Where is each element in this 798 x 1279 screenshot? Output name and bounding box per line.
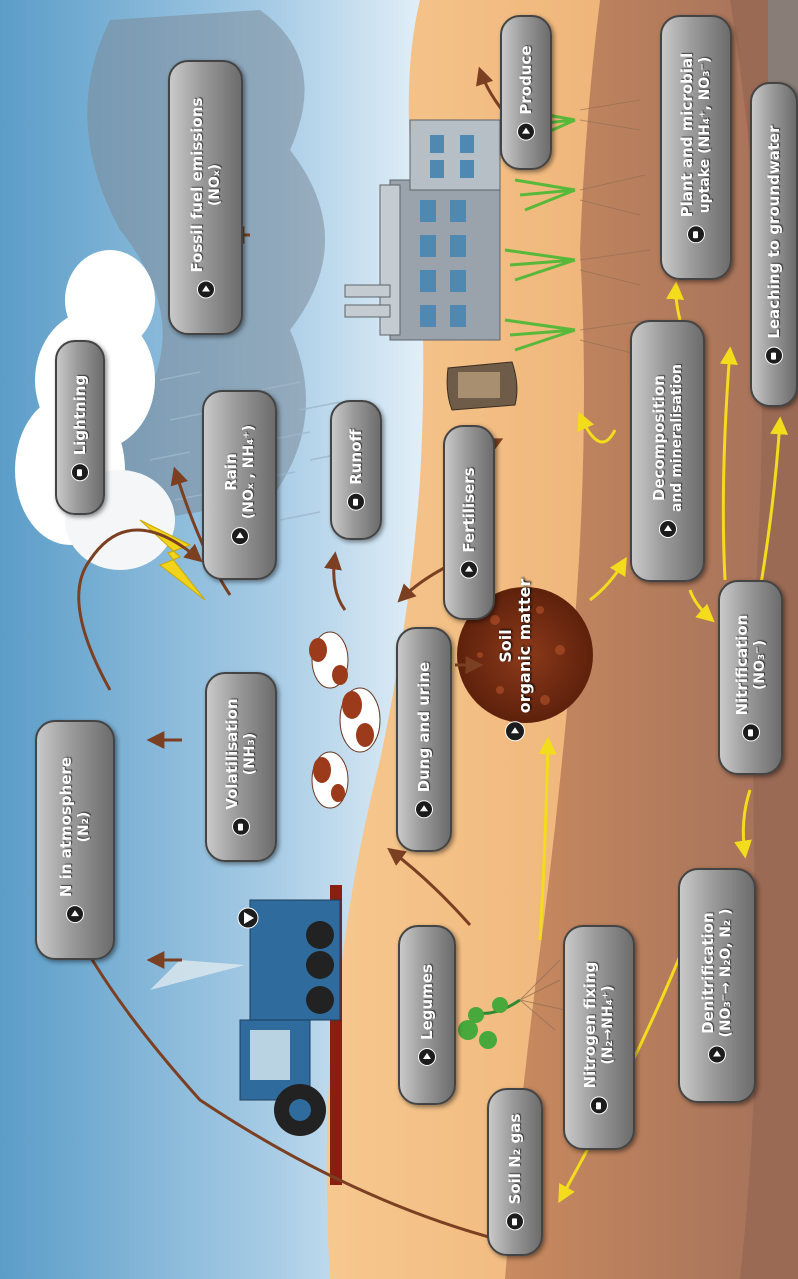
play-icon[interactable]	[517, 122, 535, 140]
play-icon[interactable]	[659, 520, 677, 538]
camera-icon[interactable]	[232, 818, 250, 836]
node-label: Plant and microbial	[678, 52, 696, 217]
node-label: Soil N₂ gas	[506, 1114, 524, 1205]
node-label: Fossil fuel emissions	[188, 97, 206, 272]
play-icon[interactable]	[505, 721, 525, 741]
play-icon[interactable]	[708, 1045, 726, 1063]
node-runoff[interactable]: Runoff	[330, 400, 382, 540]
play-icon[interactable]	[231, 527, 249, 545]
fertiliser-bag-icon	[447, 362, 517, 410]
node-sublabel: (N₂)	[75, 812, 93, 843]
node-sublabel: uptake (NH₄⁺, NO₃⁻)	[696, 56, 714, 213]
node-label: Produce	[517, 45, 535, 114]
node-sublabel: and mineralisation	[668, 364, 686, 512]
node-rain[interactable]: Rain(NOₓ , NH₄⁺)	[202, 390, 277, 580]
play-icon[interactable]	[415, 800, 433, 818]
node-label: Fertilisers	[460, 467, 478, 552]
node-label: Rain	[222, 453, 240, 491]
camera-icon[interactable]	[71, 463, 89, 481]
node-label: Volatilisation	[223, 698, 241, 809]
camera-icon[interactable]	[687, 225, 705, 243]
node-sublabel: organic matter	[515, 579, 534, 714]
node-label: Nitrogen fixing	[581, 961, 599, 1088]
play-icon[interactable]	[460, 560, 478, 578]
play-icon[interactable]	[197, 280, 215, 298]
node-produce[interactable]: Produce	[500, 15, 552, 170]
node-volatilisation[interactable]: Volatilisation(NH₃)	[205, 672, 277, 862]
node-label: Nitrification	[733, 614, 751, 715]
node-soil-n2-gas[interactable]: Soil N₂ gas	[487, 1088, 543, 1256]
node-label: Lightning	[71, 374, 89, 455]
node-label: Dung and urine	[415, 661, 433, 792]
camera-icon[interactable]	[742, 723, 760, 741]
play-icon[interactable]	[418, 1048, 436, 1066]
node-sublabel: (NOₓ)	[206, 163, 224, 205]
camera-icon[interactable]	[590, 1096, 608, 1114]
tractor-play-icon[interactable]	[238, 908, 258, 928]
node-fossil-fuel[interactable]: Fossil fuel emissions(NOₓ)	[168, 60, 243, 335]
camera-icon[interactable]	[765, 346, 783, 364]
node-lightning[interactable]: Lightning	[55, 340, 105, 515]
node-denitrification[interactable]: Denitrification(NO₃⁻→ N₂O, N₂ )	[678, 868, 756, 1103]
node-sublabel: (NH₃)	[241, 733, 259, 775]
node-nitrification[interactable]: Nitrification(NO₃⁻)	[718, 580, 783, 775]
node-sublabel: (NOₓ , NH₄⁺)	[240, 425, 258, 519]
node-leaching[interactable]: Leaching to groundwater	[750, 82, 798, 407]
node-fertilisers[interactable]: Fertilisers	[443, 425, 495, 620]
node-sublabel: (NO₃⁻)	[751, 640, 769, 690]
node-sublabel: (NO₃⁻→ N₂O, N₂ )	[717, 908, 735, 1037]
camera-icon[interactable]	[506, 1212, 524, 1230]
camera-icon[interactable]	[347, 493, 365, 511]
node-dung-urine[interactable]: Dung and urine	[396, 627, 452, 852]
node-label: Soil	[496, 629, 515, 662]
node-legumes[interactable]: Legumes	[398, 925, 456, 1105]
node-label: Decomposition	[650, 375, 668, 501]
node-nitrogen-fixing[interactable]: Nitrogen fixing(N₂→NH₄⁺)	[563, 925, 635, 1150]
node-label: Leaching to groundwater	[765, 125, 783, 338]
node-n-atmosphere[interactable]: N in atmosphere(N₂)	[35, 720, 115, 960]
node-label: Runoff	[347, 429, 365, 484]
node-label: Denitrification	[699, 912, 717, 1034]
play-icon[interactable]	[66, 905, 84, 923]
node-label: N in atmosphere	[57, 757, 75, 897]
node-sublabel: (N₂→NH₄⁺)	[599, 985, 617, 1064]
node-label: Legumes	[418, 964, 436, 1040]
